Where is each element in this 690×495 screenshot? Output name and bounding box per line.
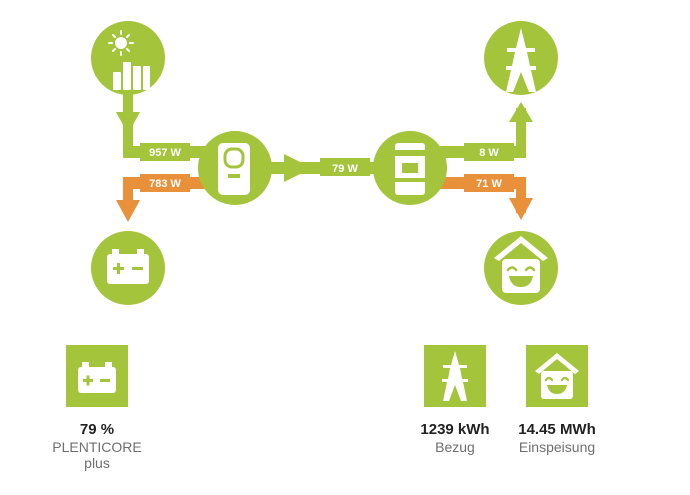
battery-device-label-line2: plus <box>84 455 110 471</box>
inverter-node[interactable] <box>198 131 272 205</box>
grid-node[interactable] <box>484 21 558 95</box>
grid-import-value: 1239 kWh <box>420 421 490 438</box>
flow-label-grid: 8 W <box>479 147 499 159</box>
summary-grid-stat: 1239 kWh Bezug <box>385 421 525 455</box>
grid-import-label: Bezug <box>435 439 475 455</box>
battery-node[interactable] <box>91 231 165 305</box>
smart-meter-icon <box>395 143 425 195</box>
smiling-house-icon <box>494 236 548 293</box>
meter-node[interactable] <box>373 131 447 205</box>
power-pylon-icon <box>506 28 536 92</box>
feed-in-value: 14.45 MWh <box>518 421 596 438</box>
inverter-icon <box>218 143 250 195</box>
flow-label-solar: 957 W <box>149 147 181 159</box>
home-node[interactable] <box>484 231 558 305</box>
battery-icon <box>107 249 149 284</box>
flow-label-home: 71 W <box>476 178 502 190</box>
solar-panel-sun-icon <box>108 30 150 90</box>
feed-in-label: Einspeisung <box>518 439 596 455</box>
summary-battery-tile <box>66 345 128 407</box>
flow-battery-inverter: 783 W <box>116 174 205 222</box>
flow-label-battery: 783 W <box>149 178 181 190</box>
solar-node[interactable] <box>91 21 165 95</box>
flow-meter-to-grid: 8 W <box>440 102 533 161</box>
flow-label-meter: 79 W <box>332 163 358 175</box>
energy-flow-diagram: 957 W 783 W 79 W 8 W 71 W <box>91 21 558 305</box>
flow-meter-to-home: 71 W <box>440 174 533 220</box>
battery-icon <box>78 362 116 393</box>
power-pylon-icon <box>442 351 468 401</box>
battery-device-label: PLENTICORE <box>52 439 142 455</box>
summary-grid-tile <box>424 345 486 407</box>
flow-inverter-to-meter: 79 W <box>250 154 380 182</box>
summary-home-tile <box>526 345 588 407</box>
flow-solar-to-inverter: 957 W <box>116 90 205 161</box>
smiling-house-icon <box>535 353 579 399</box>
battery-charge-value: 79 % <box>79 421 115 438</box>
summary-home-stat: 14.45 MWh Einspeisung <box>487 421 627 455</box>
summary-battery-stat: 79 % PLENTICORE plus <box>27 421 167 471</box>
